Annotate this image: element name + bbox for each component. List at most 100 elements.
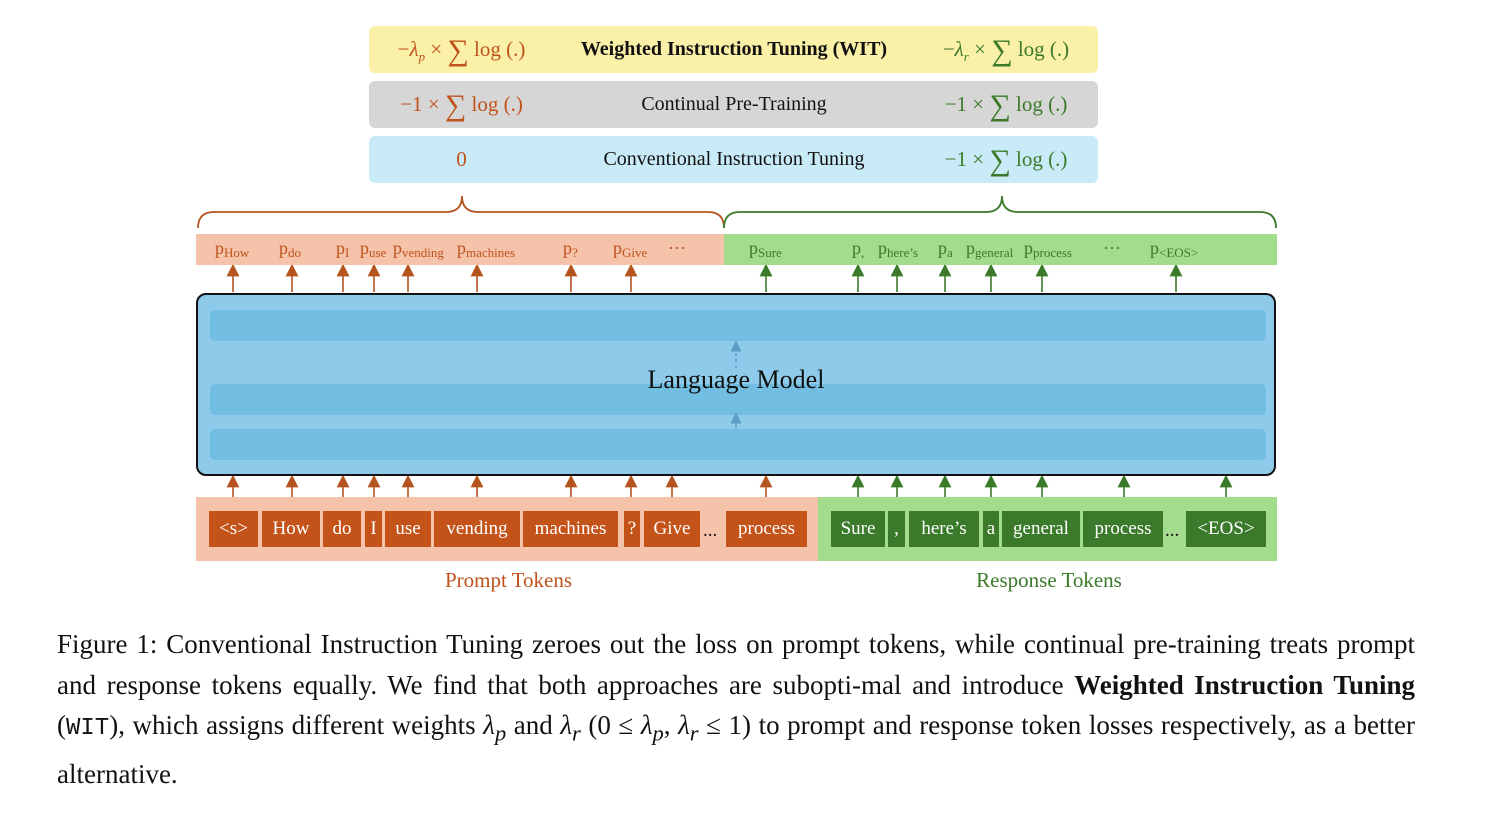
response-loss-sub: r [963,49,969,64]
prob-symbol: p [360,238,369,258]
prob-subscript: , [861,245,865,260]
prob-subscript: Sure [758,245,782,260]
prob-symbol: p [1024,238,1033,258]
token-probability: p<EOS> [1150,238,1198,261]
prob-symbol: p [938,238,947,258]
token-probability: pgeneral [966,238,1013,261]
prompt-loss-lambda: λ [409,37,419,61]
prompt-token: How [262,511,320,547]
response-loss: −1 × ∑ log (.) [914,81,1098,128]
token-probability: phere’s [878,238,918,261]
token-probability: pHow [215,238,249,261]
prob-subscript: here’s [887,245,919,260]
caption-bold-term: Weighted Instruction Tuning [1074,669,1415,700]
prompt-loss-tail: log (.) [468,37,526,61]
token-ellipsis: ... [703,520,718,541]
caption-mono-term: WIT [66,715,110,742]
response-brace [723,195,1277,229]
caption-range-close: ≤ 1) to prompt and response token losses… [57,710,1416,789]
response-loss-tail: log (.) [1010,92,1068,116]
prob-symbol: p [1150,238,1159,258]
method-name: Continual Pre-Training [641,93,827,115]
caption-prefix: Figure 1: Conventional Instruction Tunin… [57,629,1415,700]
caption-lambda-p-sub: p [494,720,507,746]
prob-subscript: general [975,245,1014,260]
figure-caption: Figure 1: Conventional Instruction Tunin… [57,629,1416,789]
response-token: process [1083,511,1163,547]
prob-subscript: How [224,245,250,260]
prob-subscript: use [369,245,387,260]
prob-symbol: p [749,238,758,258]
prompt-token: <s> [209,511,258,547]
response-token: Sure [831,511,885,547]
prompt-loss-post: × [425,37,448,61]
prompt-loss: −λp × ∑ log (.) [369,26,554,73]
response-loss-tail: log (.) [1012,37,1070,61]
token-probability: p, [852,238,864,261]
prompt-loss-pre: −1 × [400,92,445,116]
prob-symbol: p [393,238,402,258]
response-token: here’s [909,511,979,547]
prob-subscript: Give [622,245,648,260]
response-token: , [888,511,905,547]
token-ellipsis: ... [1165,520,1180,541]
prob-symbol: p [966,238,975,258]
model-layer [210,310,1266,341]
response-loss-pre: −1 × [944,92,990,116]
loss-row: −1 × ∑ log (.) Continual Pre-Training −1 ×… [369,81,1098,128]
method-name: Conventional Instruction Tuning [603,148,865,170]
caption-range-mid: , [663,710,679,740]
prompt-loss-sub: p [418,49,426,64]
prob-subscript: a [947,245,953,260]
caption-range-open: (0 ≤ [580,710,641,740]
prob-symbol: ··· [668,238,686,258]
response-loss: −λr × ∑ log (.) [914,26,1098,73]
response-loss-sum: ∑ [989,144,1011,177]
caption-and: and [506,710,561,740]
response-loss-pre: −1 × [944,147,990,171]
prompt-token: use [385,511,431,547]
response-loss-post: × [968,37,992,61]
prob-symbol: p [878,238,887,258]
token-probability: ··· [668,238,686,259]
prob-symbol: p [457,238,466,258]
token-probability: pGive [613,238,647,261]
response-loss-pre: − [942,37,955,61]
prob-subscript: ? [572,245,578,260]
token-probability: p? [563,238,578,261]
token-probability: pvending [393,238,444,261]
prob-symbol: p [613,238,622,258]
response-tokens-label: Response Tokens [976,568,1122,592]
prob-symbol: ··· [1103,238,1121,258]
response-prob-strip [724,234,1277,265]
prompt-token: machines [523,511,618,547]
caption-mid: ), which assigns different weights [109,710,484,740]
token-probability: puse [360,238,386,261]
prob-subscript: vending [402,245,444,260]
model-label: Language Model [647,365,825,394]
loss-row: −λp × ∑ log (.)Weighted Instruction Tuni… [369,26,1098,73]
token-probability: pa [938,238,953,261]
prob-symbol: p [336,238,345,258]
caption-lambda-r-sub: r [572,720,581,746]
prompt-token: do [323,511,361,547]
response-loss-tail: log (.) [1010,147,1068,171]
method-name: Weighted Instruction Tuning (WIT) [580,38,888,60]
loss-row: 0 Conventional Instruction Tuning −1 × ∑ l… [369,136,1098,183]
token-probability: pmachines [457,238,515,261]
prompt-loss-sum: ∑ [447,34,469,67]
prompt-token: Give [644,511,700,547]
prompt-token: ? [624,511,640,547]
prompt-token: I [365,511,382,547]
prompt-loss-tail: log (.) [466,92,523,116]
response-loss: −1 × ∑ log (.) [914,136,1098,183]
token-probability: ··· [1103,238,1121,259]
prompt-loss: 0 [369,136,554,183]
response-token: a [983,511,999,547]
prompt-prob-strip [196,234,724,265]
prob-subscript: process [1033,245,1072,260]
prompt-tokens-label: Prompt Tokens [444,568,573,592]
prob-subscript: I [345,245,350,260]
prob-symbol: p [563,238,572,258]
